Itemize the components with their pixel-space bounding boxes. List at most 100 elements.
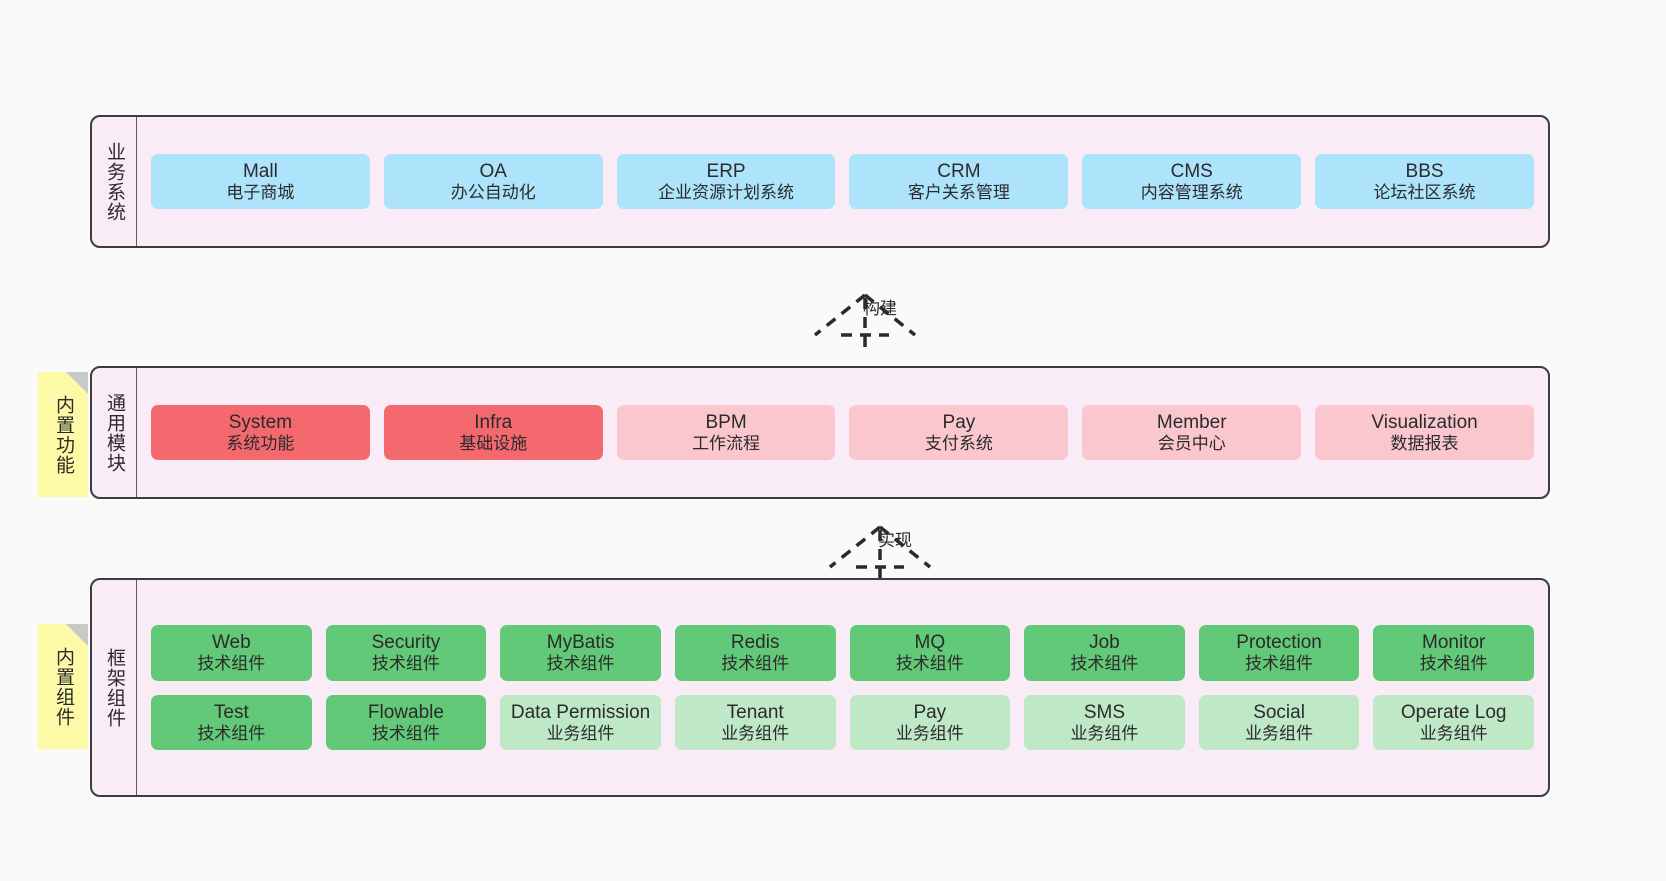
node-subtitle: 业务组件 — [1419, 723, 1488, 743]
node-infra[interactable]: Infra 基础设施 — [383, 404, 603, 461]
row: Mall 电子商城 OA 办公自动化 ERP 企业资源计划系统 CRM 客户关系… — [151, 153, 1534, 210]
node-redis[interactable]: Redis 技术组件 — [674, 624, 836, 681]
node-title: BBS — [1405, 160, 1444, 182]
node-subtitle: 技术组件 — [1245, 653, 1314, 673]
note-builtin-components: 内置组件 — [38, 624, 88, 749]
node-crm[interactable]: CRM 客户关系管理 — [849, 153, 1069, 210]
layer-common-modules: 通用模块 System 系统功能 Infra 基础设施 BPM 工作流程 Pay… — [90, 366, 1550, 499]
node-subtitle: 会员中心 — [1157, 433, 1226, 453]
node-bbs[interactable]: BBS 论坛社区系统 — [1315, 153, 1534, 210]
node-title: Pay — [913, 701, 947, 723]
node-title: Monitor — [1422, 631, 1486, 653]
node-subtitle: 技术组件 — [895, 653, 964, 673]
layer-title-business-systems: 业务系统 — [92, 117, 137, 246]
node-title: Job — [1089, 631, 1120, 653]
node-title: CMS — [1170, 160, 1213, 182]
node-sms[interactable]: SMS 业务组件 — [1024, 694, 1185, 751]
node-mall[interactable]: Mall 电子商城 — [151, 153, 370, 210]
node-data-permission[interactable]: Data Permission 业务组件 — [500, 694, 661, 751]
realization-arrow-shape — [813, 293, 917, 347]
node-social[interactable]: Social 业务组件 — [1198, 694, 1360, 751]
node-title: CRM — [937, 160, 981, 182]
layer-body-framework-components: Web 技术组件 Security 技术组件 MyBatis 技术组件 Redi… — [137, 580, 1548, 795]
node-web[interactable]: Web 技术组件 — [151, 624, 312, 681]
node-bpm[interactable]: BPM 工作流程 — [616, 404, 836, 461]
node-subtitle: 业务组件 — [721, 723, 790, 743]
node-title: Pay — [942, 411, 976, 433]
connector-build: 构建 — [795, 265, 945, 355]
node-title: Protection — [1236, 631, 1322, 653]
node-flowable[interactable]: Flowable 技术组件 — [325, 694, 487, 751]
node-subtitle: 业务组件 — [546, 723, 615, 743]
node-title: Member — [1156, 411, 1227, 433]
layer-title-common-modules: 通用模块 — [92, 368, 137, 497]
node-subtitle: 技术组件 — [1419, 653, 1488, 673]
node-title: ERP — [706, 160, 746, 182]
node-subtitle: 技术组件 — [371, 653, 440, 673]
node-subtitle: 技术组件 — [546, 653, 615, 673]
node-title: Visualization — [1371, 411, 1478, 433]
node-subtitle: 技术组件 — [197, 723, 266, 743]
node-title: Operate Log — [1400, 701, 1507, 723]
node-subtitle: 电子商城 — [226, 182, 295, 202]
node-subtitle: 内容管理系统 — [1140, 182, 1243, 202]
node-mq[interactable]: MQ 技术组件 — [849, 624, 1011, 681]
node-subtitle: 基础设施 — [459, 433, 528, 453]
node-subtitle: 技术组件 — [721, 653, 790, 673]
node-subtitle: 技术组件 — [1070, 653, 1139, 673]
connector-implement: 实现 — [810, 497, 960, 587]
realization-arrow-shape — [828, 525, 932, 579]
node-mybatis[interactable]: MyBatis 技术组件 — [500, 624, 661, 681]
node-oa[interactable]: OA 办公自动化 — [383, 153, 603, 210]
node-job[interactable]: Job 技术组件 — [1024, 624, 1185, 681]
node-subtitle: 工作流程 — [692, 433, 761, 453]
node-title: System — [228, 411, 293, 433]
node-subtitle: 论坛社区系统 — [1373, 182, 1476, 202]
node-subtitle: 客户关系管理 — [907, 182, 1010, 202]
node-tenant[interactable]: Tenant 业务组件 — [674, 694, 836, 751]
layer-body-common-modules: System 系统功能 Infra 基础设施 BPM 工作流程 Pay 支付系统… — [137, 368, 1548, 497]
node-operate-log[interactable]: Operate Log 业务组件 — [1373, 694, 1534, 751]
node-system[interactable]: System 系统功能 — [151, 404, 370, 461]
connector-label: 实现 — [878, 531, 912, 550]
node-title: BPM — [705, 411, 747, 433]
layer-body-business-systems: Mall 电子商城 OA 办公自动化 ERP 企业资源计划系统 CRM 客户关系… — [137, 117, 1548, 246]
node-monitor[interactable]: Monitor 技术组件 — [1373, 624, 1534, 681]
node-subtitle: 企业资源计划系统 — [658, 182, 795, 202]
node-pay-business[interactable]: Pay 业务组件 — [849, 694, 1011, 751]
row: Web 技术组件 Security 技术组件 MyBatis 技术组件 Redi… — [151, 624, 1534, 681]
node-title: MyBatis — [546, 631, 615, 653]
node-cms[interactable]: CMS 内容管理系统 — [1082, 153, 1302, 210]
layer-title-framework-components: 框架组件 — [92, 580, 137, 795]
node-subtitle: 业务组件 — [1245, 723, 1314, 743]
node-subtitle: 技术组件 — [371, 723, 440, 743]
node-title: Security — [371, 631, 441, 653]
node-title: Test — [213, 701, 249, 723]
node-title: Mall — [242, 160, 278, 182]
node-title: Infra — [474, 411, 513, 433]
node-title: Social — [1253, 701, 1305, 723]
node-subtitle: 技术组件 — [197, 653, 266, 673]
row: System 系统功能 Infra 基础设施 BPM 工作流程 Pay 支付系统… — [151, 404, 1534, 461]
node-subtitle: 数据报表 — [1390, 433, 1459, 453]
node-title: Data Permission — [510, 701, 651, 723]
layer-business-systems: 业务系统 Mall 电子商城 OA 办公自动化 ERP 企业资源计划系统 CRM… — [90, 115, 1550, 248]
node-member[interactable]: Member 会员中心 — [1082, 404, 1302, 461]
node-protection[interactable]: Protection 技术组件 — [1198, 624, 1360, 681]
node-security[interactable]: Security 技术组件 — [325, 624, 487, 681]
connector-label: 构建 — [863, 299, 897, 318]
node-erp[interactable]: ERP 企业资源计划系统 — [616, 153, 836, 210]
note-builtin-features: 内置功能 — [38, 372, 88, 497]
node-pay[interactable]: Pay 支付系统 — [849, 404, 1069, 461]
node-title: Tenant — [726, 701, 784, 723]
node-title: MQ — [914, 631, 946, 653]
row: Test 技术组件 Flowable 技术组件 Data Permission … — [151, 694, 1534, 751]
node-subtitle: 业务组件 — [895, 723, 964, 743]
node-subtitle: 支付系统 — [924, 433, 993, 453]
node-visualization[interactable]: Visualization 数据报表 — [1315, 404, 1534, 461]
node-test[interactable]: Test 技术组件 — [151, 694, 312, 751]
layer-framework-components: 框架组件 Web 技术组件 Security 技术组件 MyBatis 技术组件… — [90, 578, 1550, 797]
node-title: Flowable — [367, 701, 444, 723]
node-subtitle: 系统功能 — [226, 433, 295, 453]
